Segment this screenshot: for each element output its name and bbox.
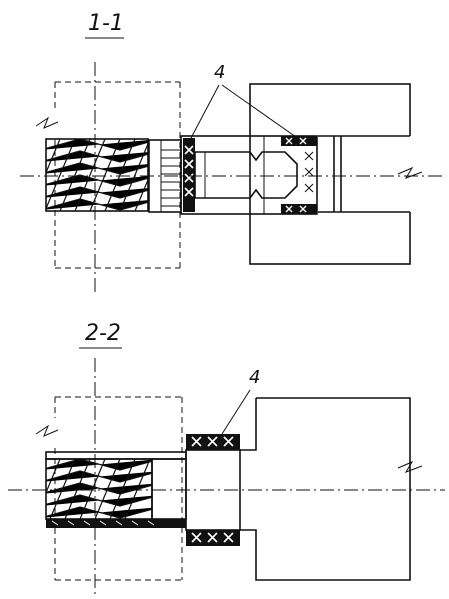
break-mark — [397, 166, 423, 179]
seal-right — [304, 151, 314, 193]
callout-label: 4 — [249, 367, 260, 388]
section-2-2: 2-2 4 — [8, 321, 445, 596]
break-mark — [35, 116, 59, 129]
break-mark — [397, 460, 423, 473]
wall-outline-dashed — [54, 81, 181, 269]
wall-outline-dashed — [54, 396, 183, 581]
section-title: 2-2 — [85, 321, 121, 346]
seal-top-right — [281, 136, 317, 146]
section-1-1: 1-1 4 — [20, 11, 445, 292]
hatched-beam — [45, 451, 187, 528]
hatched-beam — [45, 138, 149, 212]
leader-line — [190, 84, 220, 139]
seal-bottom-right — [281, 204, 317, 214]
connector-body — [180, 135, 318, 215]
seal-top-left — [183, 138, 195, 212]
right-column — [240, 397, 411, 581]
leader-line — [221, 84, 297, 138]
right-column — [249, 83, 412, 265]
beam-bottom-strip — [46, 519, 186, 528]
leader-line — [221, 389, 251, 435]
break-mark — [35, 424, 59, 437]
callout-label: 4 — [214, 62, 225, 83]
section-title: 1-1 — [88, 11, 124, 36]
